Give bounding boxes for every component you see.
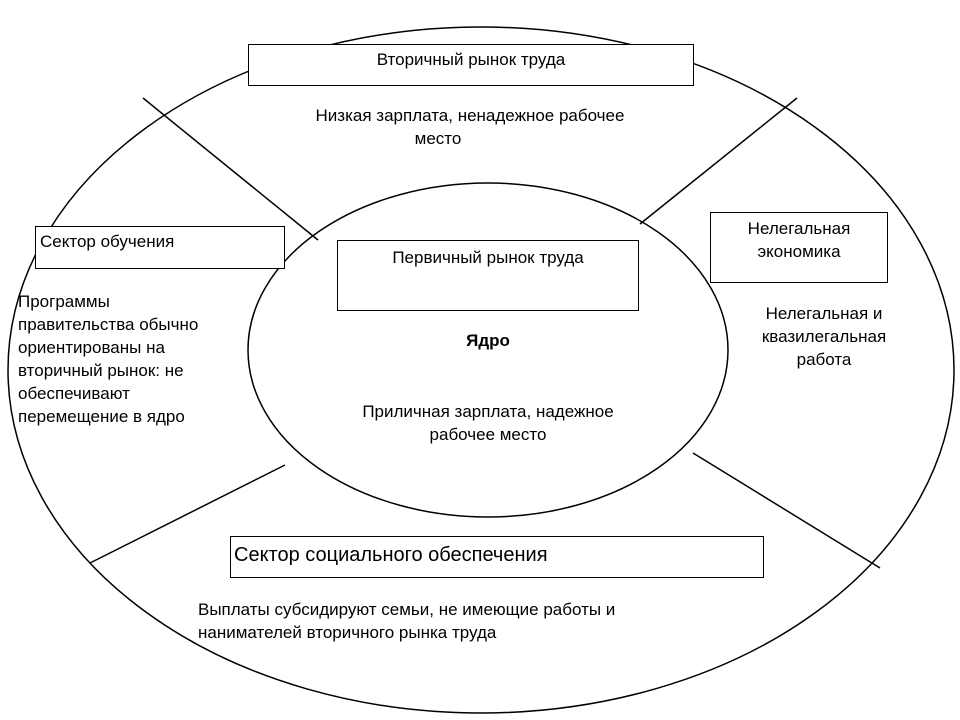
training-sector-desc: Программы правительства обычно ориентиро…	[18, 290, 258, 428]
divider-top-right	[639, 97, 798, 225]
secondary-market-desc-line2: место	[414, 129, 462, 148]
illegal-economy-title: Нелегальная экономика	[711, 217, 887, 263]
social-sector-title: Сектор социального обеспечения	[234, 544, 548, 566]
divider-bottom-left	[89, 464, 286, 564]
illegal-economy-desc-line2: квазилегальная	[761, 327, 887, 346]
illegal-economy-box: Нелегальная экономика	[710, 212, 888, 283]
training-sector-desc-line: правительства обычно	[18, 315, 199, 334]
training-sector-box: Сектор обучения	[35, 226, 285, 269]
secondary-market-title: Вторичный рынок труда	[376, 50, 566, 69]
social-sector-desc-line1: Выплаты субсидируют семьи, не имеющие ра…	[198, 600, 616, 619]
illegal-economy-desc-line3: работа	[796, 350, 852, 369]
training-sector-desc-line: ориентированы на	[18, 338, 165, 357]
inner-ellipse	[247, 182, 729, 518]
core-label: Ядро	[466, 331, 510, 350]
primary-market-title: Первичный рынок труда	[392, 248, 584, 267]
primary-market-desc-line1: Приличная зарплата, надежное	[362, 402, 614, 421]
illegal-economy-desc-line1: Нелегальная и	[765, 304, 883, 323]
social-sector-box: Сектор социального обеспечения	[230, 536, 764, 578]
training-sector-desc-line: обеспечивают	[18, 384, 130, 403]
divider-bottom-right	[692, 452, 881, 569]
secondary-market-box: Вторичный рынок труда	[248, 44, 694, 86]
secondary-market-desc-line1: Низкая зарплата, ненадежное рабочее	[315, 106, 625, 125]
outer-ellipse	[7, 26, 955, 714]
illegal-economy-desc: Нелегальная и квазилегальная работа	[734, 302, 914, 371]
illegal-economy-title-line1: Нелегальная	[747, 219, 851, 238]
illegal-economy-title-line2: экономика	[757, 242, 841, 261]
social-sector-desc-line2: нанимателей вторичного рынка труда	[198, 623, 497, 642]
secondary-market-desc: Низкая зарплата, ненадежное рабочее мест…	[270, 104, 670, 150]
social-sector-desc: Выплаты субсидируют семьи, не имеющие ра…	[198, 598, 758, 644]
training-sector-desc-line: Программы	[18, 292, 110, 311]
training-sector-desc-line: перемещение в ядро	[18, 407, 185, 426]
primary-market-desc-line2: рабочее место	[429, 425, 547, 444]
primary-market-box: Первичный рынок труда	[337, 240, 639, 311]
primary-market-desc: Приличная зарплата, надежное рабочее мес…	[318, 400, 658, 446]
training-sector-title: Сектор обучения	[40, 232, 175, 251]
divider-top-left	[142, 97, 319, 241]
training-sector-desc-line: вторичный рынок: не	[18, 361, 184, 380]
